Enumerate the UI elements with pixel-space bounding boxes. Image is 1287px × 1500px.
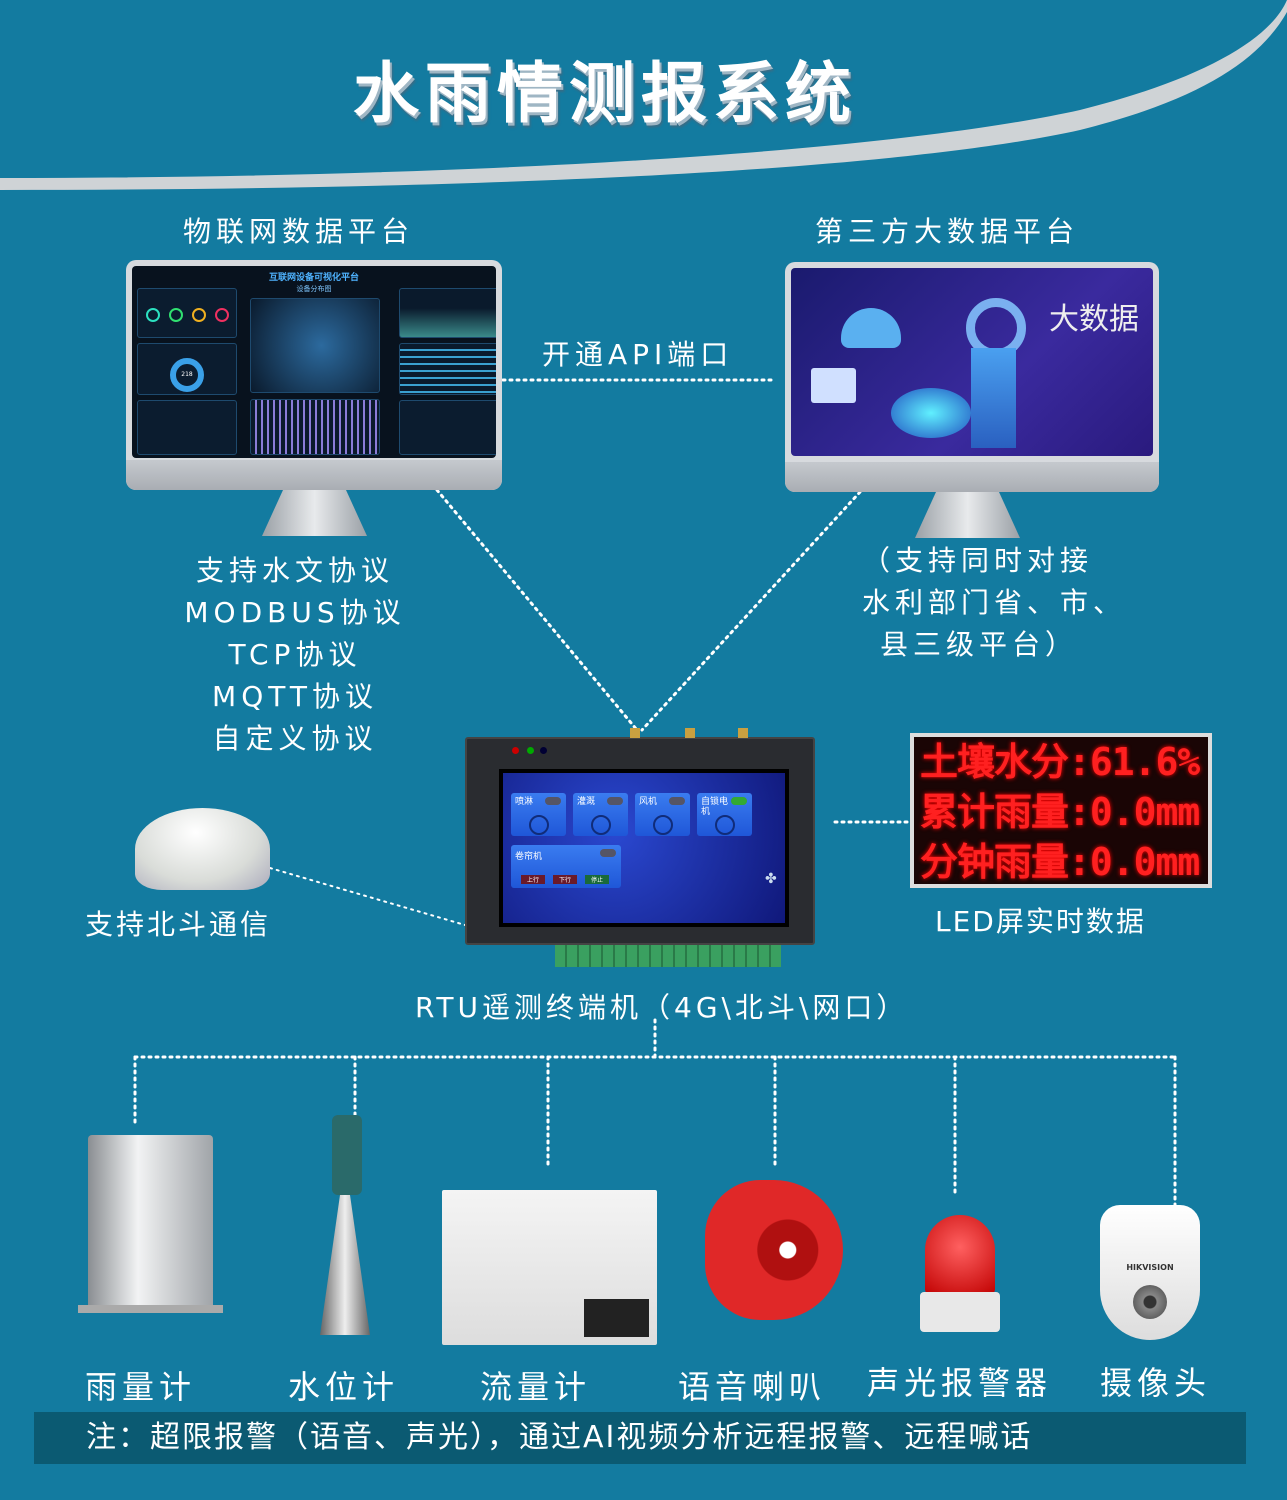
ptz-camera-image: HIKVISION <box>1100 1205 1200 1340</box>
right-note-line: （支持同时对接 <box>862 544 1094 577</box>
led-line: 累计雨量:0.0mm <box>920 790 1200 834</box>
tile-label: 卷帘机 <box>515 852 543 862</box>
gauge-ring <box>192 308 206 322</box>
camera-lens <box>1133 1285 1167 1319</box>
protocol-list: 支持水文协议 MODBUS协议 TCP协议 MQTT协议 自定义协议 <box>150 550 440 760</box>
tile-irrigation[interactable]: 灌溉 <box>573 793 628 836</box>
map-title: 设备分布图 <box>296 285 332 293</box>
power-icon[interactable] <box>590 815 611 835</box>
stop-button[interactable]: 停止 <box>585 875 609 884</box>
gauge-ring <box>146 308 160 322</box>
status-led-green <box>527 747 534 754</box>
donut-chart: 218 <box>170 358 204 392</box>
power-icon[interactable] <box>714 815 735 835</box>
dashboard-screen: 互联网设备可视化平台 设备分布图 218 <box>132 266 496 458</box>
speaker-image <box>705 1180 843 1320</box>
right-note-line: 县三级平台） <box>880 628 1079 661</box>
device-label: 水位计 <box>288 1368 400 1406</box>
left-platform-label: 物联网数据平台 <box>183 215 415 248</box>
hbar-chart-panel <box>399 343 496 395</box>
tile-label: 灌溉 <box>577 797 596 807</box>
footer-note: 注：超限报警（语音、声光），通过AI视频分析远程报警、远程喊话 <box>34 1412 1246 1464</box>
beidou-antenna-image <box>135 808 270 890</box>
beidou-link <box>269 867 466 926</box>
device-label: 流量计 <box>480 1368 592 1406</box>
rtu-caption: RTU遥测终端机（4G\北斗\网口） <box>415 991 909 1024</box>
led-line: 土壤水分:61.6% <box>920 740 1200 784</box>
rain-gauge-image <box>88 1135 213 1310</box>
bigdata-screen: 大数据 <box>791 268 1153 456</box>
alarm-light-base <box>920 1292 1000 1332</box>
toggle-switch[interactable] <box>600 849 616 857</box>
flow-meter-image <box>442 1190 657 1345</box>
right-platform-link <box>640 490 862 732</box>
bar-chart-panel <box>250 399 380 455</box>
device-label: 雨量计 <box>85 1368 197 1406</box>
power-icon[interactable] <box>528 815 549 835</box>
rtu-terminal: 喷淋 灌溉 风机 自锁电机 卷帘机 上行 下行 停止 ✤ <box>465 737 815 967</box>
tile-label: 自锁电机 <box>701 797 729 817</box>
protocol-item: 自定义协议 <box>212 722 378 755</box>
protocol-item: MQTT协议 <box>212 680 378 713</box>
antenna <box>630 728 640 738</box>
tile-fan[interactable]: 风机 <box>635 793 690 836</box>
bigdata-monitor: 大数据 <box>785 262 1159 492</box>
dashboard-panel <box>137 400 237 455</box>
alarm-light-image <box>925 1215 995 1295</box>
beidou-label: 支持北斗通信 <box>85 908 272 941</box>
toggle-switch[interactable] <box>545 797 561 805</box>
camera-brand-logo: HIKVISION <box>1126 1263 1174 1272</box>
antenna <box>738 728 748 738</box>
led-display: 土壤水分:61.6% 累计雨量:0.0mm 分钟雨量:0.0mm <box>910 733 1212 888</box>
protocol-item: 支持水文协议 <box>195 554 394 587</box>
protocol-item: MODBUS协议 <box>184 596 406 629</box>
iot-platform-monitor: 互联网设备可视化平台 设备分布图 218 <box>126 260 502 490</box>
water-level-gauge-image <box>332 1115 362 1195</box>
down-button[interactable]: 下行 <box>553 875 577 884</box>
bigdata-text: 大数据 <box>1049 302 1139 337</box>
map-panel <box>250 298 380 393</box>
header-swoosh <box>0 0 1287 190</box>
left-platform-link <box>435 488 639 732</box>
toggle-switch[interactable] <box>731 797 747 805</box>
cloud-icon <box>841 308 901 348</box>
terminal-block <box>555 945 781 967</box>
antenna <box>685 728 695 738</box>
right-note: （支持同时对接 水利部门省、市、 县三级平台） <box>862 540 1162 666</box>
status-led-blue <box>540 747 547 754</box>
gauge-ring <box>215 308 229 322</box>
rain-gauge-stand <box>78 1305 223 1313</box>
right-platform-label: 第三方大数据平台 <box>815 215 1080 248</box>
platform-disc-icon <box>891 388 971 438</box>
led-line: 分钟雨量:0.0mm <box>920 840 1200 884</box>
power-icon[interactable] <box>652 815 673 835</box>
device-label: 摄像头 <box>1100 1364 1212 1402</box>
toggle-switch[interactable] <box>607 797 623 805</box>
gauge-ring <box>169 308 183 322</box>
protocol-item: TCP协议 <box>228 638 362 671</box>
tile-roller[interactable]: 卷帘机 上行 下行 停止 <box>511 845 621 888</box>
area-chart-panel <box>399 288 496 338</box>
grid-menu-icon[interactable]: ✤ <box>765 871 777 887</box>
rtu-touchscreen[interactable]: 喷淋 灌溉 风机 自锁电机 卷帘机 上行 下行 停止 ✤ <box>499 769 789 927</box>
api-label: 开通API端口 <box>542 338 734 371</box>
dashboard-panel <box>399 400 496 455</box>
tile-label: 喷淋 <box>515 797 534 807</box>
device-label: 语音喇叭 <box>678 1368 827 1406</box>
tile-label: 风机 <box>639 797 658 807</box>
nameplate <box>584 1299 649 1337</box>
device-label: 声光报警器 <box>867 1364 1053 1402</box>
tile-motor[interactable]: 自锁电机 <box>697 793 752 836</box>
page-title: 水雨情测报系统 <box>353 55 857 132</box>
computer-icon <box>811 368 856 403</box>
right-note-line: 水利部门省、市、 <box>862 586 1127 619</box>
up-button[interactable]: 上行 <box>521 875 545 884</box>
dashboard-title: 互联网设备可视化平台 <box>268 273 359 283</box>
status-led-red <box>512 747 519 754</box>
tile-spray[interactable]: 喷淋 <box>511 793 566 836</box>
server-icon <box>971 348 1016 448</box>
led-caption: LED屏实时数据 <box>935 905 1146 938</box>
toggle-switch[interactable] <box>669 797 685 805</box>
